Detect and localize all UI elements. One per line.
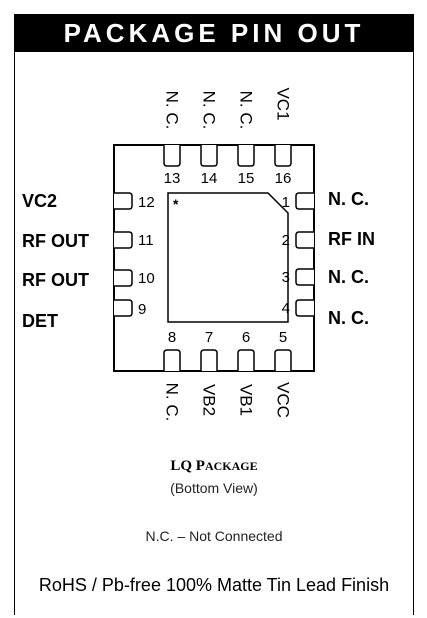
pin-pad-4	[295, 299, 314, 317]
pin-number-3: 3	[282, 269, 290, 286]
pin-number-1: 1	[282, 194, 290, 211]
pin-pad-9	[114, 299, 133, 317]
pin1-marker: *	[173, 196, 179, 212]
pin-pad-12	[114, 192, 133, 210]
pin-name-16: VC1	[274, 87, 293, 120]
pin-pad-15	[237, 145, 255, 167]
nc-note: N.C. – Not Connected	[145, 528, 283, 544]
pin-number-11: 11	[138, 232, 154, 249]
pin-name-9: DET	[22, 311, 58, 331]
pin-number-6: 6	[242, 329, 250, 346]
pin-name-6: VB1	[237, 384, 256, 416]
pin-number-10: 10	[138, 270, 155, 287]
pin-number-8: 8	[168, 329, 176, 346]
pin-pad-13	[163, 145, 181, 167]
pin-name-13: N. C.	[163, 91, 182, 130]
pin-name-14: N. C.	[200, 91, 219, 130]
pin-number-14: 14	[201, 170, 218, 187]
pin-pad-6	[237, 349, 255, 371]
pin-name-1: N. C.	[328, 189, 369, 209]
package-subtitle: (Bottom View)	[170, 480, 258, 496]
pin-pad-1	[295, 192, 314, 210]
pin-pad-14	[200, 145, 218, 167]
pin-name-15: N. C.	[237, 91, 256, 130]
pin-number-12: 12	[138, 194, 155, 211]
left-pins: 12 11 10 9 VC2 RF OUT RF OUT DET	[22, 191, 155, 331]
pin-pad-7	[200, 349, 218, 371]
pin-name-12: VC2	[22, 191, 57, 211]
exposed-paddle	[167, 192, 289, 323]
package-title-lead: LQ P	[170, 458, 205, 474]
page-frame	[14, 14, 414, 615]
right-pins: 1 2 3 4 N. C. RF IN N. C. N. C.	[282, 189, 375, 328]
pin-pad-3	[295, 268, 314, 286]
pin-name-5: VCC	[274, 382, 293, 418]
pin-number-2: 2	[282, 232, 290, 249]
pin-name-8: N. C.	[163, 383, 182, 422]
package-title-rest: ACKAGE	[204, 459, 258, 473]
pin-number-4: 4	[282, 300, 290, 317]
pin-pad-16	[274, 145, 292, 167]
pin-name-10: RF OUT	[22, 270, 89, 290]
page-title: PACKAGE PIN OUT	[14, 14, 414, 52]
pin-pad-10	[114, 269, 133, 287]
pin-name-2: RF IN	[328, 229, 375, 249]
pin-pad-8	[163, 349, 181, 371]
top-pins: 13 14 15 16 N. C. N. C. N. C. VC1	[163, 87, 293, 187]
pin-name-4: N. C.	[328, 308, 369, 328]
package-title: LQ PACKAGE	[14, 458, 414, 475]
pin-pad-5	[274, 349, 292, 371]
pin-number-16: 16	[275, 170, 292, 187]
pin-number-7: 7	[205, 329, 213, 346]
pin-pad-2	[295, 231, 314, 249]
pin-number-13: 13	[164, 170, 181, 187]
pin-name-3: N. C.	[328, 267, 369, 287]
pin-number-5: 5	[279, 329, 287, 346]
pin-pad-11	[114, 231, 133, 249]
pin-name-11: RF OUT	[22, 231, 89, 251]
pin-number-9: 9	[138, 301, 146, 318]
rohs-note: RoHS / Pb-free 100% Matte Tin Lead Finis…	[38, 575, 390, 595]
pin-number-15: 15	[238, 170, 255, 187]
pin-name-7: VB2	[200, 384, 219, 416]
bottom-pins: 8 7 6 5 N. C. VB2 VB1 VCC	[163, 329, 293, 421]
